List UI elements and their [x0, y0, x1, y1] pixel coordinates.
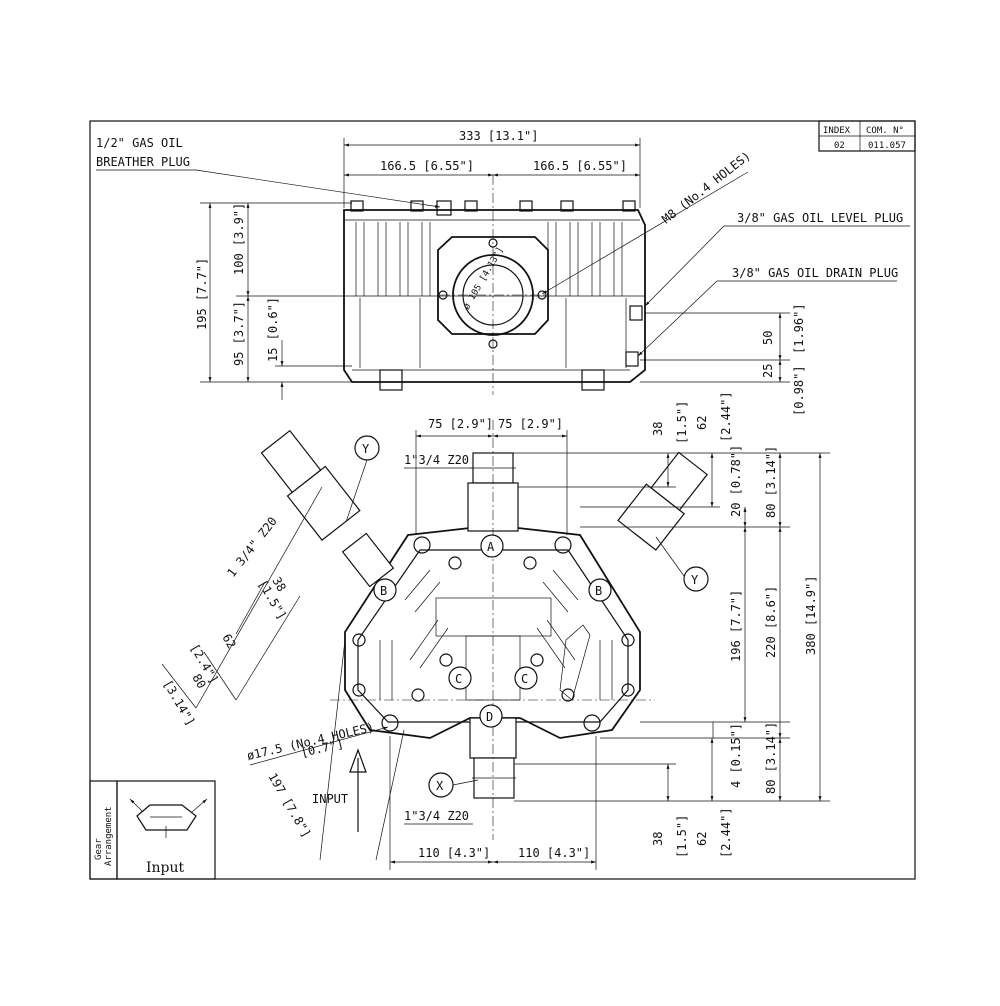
dim-height-15: 15 [0.6"]: [266, 297, 280, 362]
shaft-marker-c-right: C: [514, 666, 538, 690]
dim-right-50: 50: [761, 331, 775, 345]
title-block: INDEX COM. N° 02 011.057: [818, 120, 916, 152]
callout-breather-2: BREATHER PLUG: [96, 155, 190, 169]
svg-text:C: C: [455, 672, 462, 686]
dim-l38: 38: [269, 575, 288, 595]
gear-side-label-1: Gear: [94, 838, 104, 860]
title-index-value: 02: [834, 141, 845, 151]
dim-half-right: 166.5 [6.55"]: [533, 159, 627, 173]
dim-bottom-110-left: 110 [4.3"]: [418, 846, 490, 860]
dim-r62-in: [2.44"]: [719, 391, 733, 442]
gear-arrangement-panel: Gear Arrangement Input: [89, 780, 216, 880]
callout-drain-plug: 3/8" GAS OIL DRAIN PLUG: [732, 266, 898, 280]
dim-height-100: 100 [3.9"]: [232, 203, 246, 275]
dim-right-50-in: [1.96"]: [792, 303, 806, 354]
dim-l62: 62: [219, 632, 238, 652]
callout-shaft-left: 1 3/4" Z20: [224, 514, 280, 580]
gear-arrangement-icon: [136, 804, 197, 831]
dim-r196: 196 [7.7"]: [729, 590, 743, 662]
dim-b62: 62: [695, 832, 709, 846]
svg-text:Y: Y: [362, 442, 370, 456]
shaft-marker-b-left: B: [373, 578, 397, 602]
svg-text:B: B: [595, 584, 602, 598]
dim-height-95: 95 [3.7"]: [232, 301, 246, 366]
callout-breather-1: 1/2" GAS OIL: [96, 136, 183, 150]
svg-text:B: B: [380, 584, 387, 598]
callout-shaft-top: 1"3/4 Z20: [404, 453, 469, 467]
shaft-marker-x: X: [428, 772, 479, 798]
dim-r220: 220 [8.6"]: [764, 586, 778, 658]
dim-b38-in: [1.5"]: [675, 815, 689, 858]
drawing-frame: [89, 120, 916, 880]
dim-r38: 38: [651, 422, 665, 436]
svg-text:X: X: [436, 779, 444, 793]
front-view: A B B C C D X Y: [160, 391, 830, 870]
shaft-marker-d: D: [479, 704, 503, 728]
dim-l197: 197 [7.8"]: [265, 771, 313, 841]
dim-overall-width: 333 [13.1"]: [459, 129, 538, 143]
dim-right-25-in: [0.98"]: [792, 365, 806, 416]
title-com-label: COM. N°: [866, 126, 904, 136]
shaft-marker-a: A: [480, 534, 504, 558]
svg-text:C: C: [521, 672, 528, 686]
dim-r62: 62: [695, 416, 709, 430]
svg-text:D: D: [486, 710, 493, 724]
dim-half-left: 166.5 [6.55"]: [380, 159, 474, 173]
dim-l80: 80: [189, 672, 208, 692]
svg-text:A: A: [487, 540, 495, 554]
dim-r38-in: [1.5"]: [675, 401, 689, 444]
dim-bottom-110-right: 110 [4.3"]: [518, 846, 590, 860]
title-com-value: 011.057: [868, 141, 906, 151]
gear-input-caption: Input: [146, 860, 185, 876]
shaft-marker-b-right: B: [588, 578, 612, 602]
dim-r80-bottom: 80 [3.14"]: [764, 722, 778, 794]
callout-shaft-bottom: 1"3/4 Z20: [404, 809, 469, 823]
gear-side-label-2: Arrangement: [104, 806, 114, 866]
dim-r380: 380 [14.9"]: [804, 576, 818, 655]
title-index-label: INDEX: [823, 126, 851, 136]
dim-r4: 4 [0.15"]: [729, 723, 743, 788]
dim-right-25: 25: [761, 364, 775, 378]
dim-r20: 20 [0.78"]: [729, 445, 743, 517]
dim-b38: 38: [651, 832, 665, 846]
dim-height-195: 195 [7.7"]: [195, 258, 209, 330]
top-view: 333 [13.1"] 166.5 [6.55"] 166.5 [6.55"] …: [96, 129, 910, 416]
dim-r80-top: 80 [3.14"]: [764, 446, 778, 518]
shaft-marker-y-right: Y: [655, 536, 709, 592]
dim-top-75-left: 75 [2.9"]: [428, 417, 493, 431]
svg-text:Y: Y: [691, 573, 699, 587]
dim-top-75-right: 75 [2.9"]: [498, 417, 563, 431]
shaft-marker-y-left: Y: [345, 435, 380, 523]
callout-input: INPUT: [312, 792, 348, 806]
shaft-marker-c-left: C: [448, 666, 472, 690]
dim-b62-in: [2.44"]: [719, 807, 733, 858]
callout-level-plug: 3/8" GAS OIL LEVEL PLUG: [737, 211, 903, 225]
